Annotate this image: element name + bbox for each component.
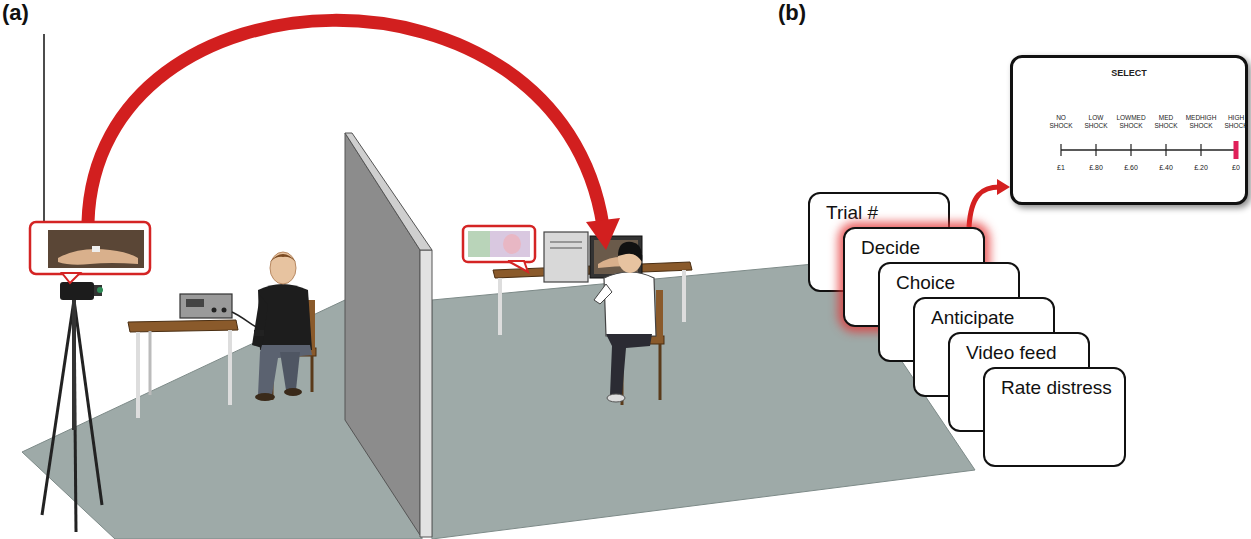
scale-tick: [1165, 144, 1166, 156]
person-legs: [606, 334, 652, 395]
table-leg: [149, 331, 152, 395]
device-knob: [212, 308, 217, 313]
shock-level: MED SHOCK: [1149, 114, 1183, 130]
price-value: £.20: [1185, 164, 1217, 171]
tripod-leg: [74, 300, 76, 532]
step-name: Rate distress: [1001, 377, 1112, 399]
tower-detail: [550, 248, 582, 249]
camera-lens: [94, 285, 102, 296]
device-display: [186, 299, 204, 307]
panel-label: (b): [778, 0, 806, 26]
price-value: £0: [1220, 164, 1251, 171]
price-value: £1: [1045, 164, 1077, 171]
panel-label: (a): [2, 0, 29, 26]
person-leg: [280, 352, 300, 390]
callout-pointer: [62, 273, 80, 283]
camera-light: [97, 287, 103, 293]
arrow-line: [969, 187, 1000, 227]
scale-tick: [1200, 144, 1201, 156]
electrode-image: [92, 246, 100, 252]
tripod-column: [72, 300, 76, 430]
tower-detail: [550, 242, 582, 243]
step-name: Choice: [896, 272, 955, 294]
desk-leg: [682, 270, 686, 322]
video-still: [48, 230, 144, 268]
table-top: [128, 320, 238, 332]
scale-line: [1061, 149, 1236, 151]
callout-pointer: [508, 261, 528, 272]
wall-top: [345, 133, 432, 250]
tripod-leg: [42, 300, 74, 515]
banknote-portrait: [503, 234, 521, 254]
shoe: [607, 394, 625, 402]
shock-scale: [1013, 58, 1245, 202]
person-hair: [270, 254, 296, 262]
desk-leg: [498, 278, 502, 335]
person-torso: [604, 272, 656, 336]
shock-device: [180, 294, 232, 318]
shock-level: LOW SHOCK: [1079, 114, 1113, 130]
person-arm: [252, 295, 268, 348]
selection-screen: SELECT NO SHOCKLOW SHOCKLOWMED SHOCKMED S…: [1010, 55, 1248, 205]
shock-level: LOWMED SHOCK: [1114, 114, 1148, 130]
price-value: £.40: [1150, 164, 1182, 171]
step-name: Video feed: [966, 342, 1057, 364]
shock-level: MEDHIGH SHOCK: [1184, 114, 1218, 130]
video-camera: [60, 282, 94, 300]
money-callout: [463, 226, 535, 262]
shock-level: HIGH SHOCK: [1219, 114, 1251, 130]
price-value: £.80: [1080, 164, 1112, 171]
selection-marker: [1234, 141, 1239, 159]
computer-tower: [544, 232, 588, 282]
person-head: [270, 252, 296, 284]
person-legs: [258, 345, 312, 395]
table-leg: [228, 330, 232, 405]
banknote-detail: [468, 231, 490, 257]
step-name: Anticipate: [931, 307, 1014, 329]
person-hair: [618, 242, 642, 262]
partition-wall: [345, 133, 420, 535]
wrist-electrode: [254, 330, 264, 336]
step-name: Decide: [861, 237, 920, 259]
chair-leg: [311, 356, 314, 392]
video-transfer-arc: [88, 20, 603, 226]
screen-heading: SELECT: [1013, 68, 1245, 78]
shoe: [284, 388, 302, 396]
scale-tick: [1130, 144, 1131, 156]
step-name: Trial #: [826, 202, 878, 224]
tripod-leg: [74, 300, 102, 505]
person-arm: [594, 284, 612, 304]
chair-leg: [659, 344, 662, 400]
arc-arrowhead: [586, 218, 620, 250]
chair-back: [656, 290, 663, 338]
banknote-image: [468, 231, 530, 257]
table-leg: [136, 332, 140, 418]
trial-step-card: Rate distress: [983, 367, 1126, 467]
device-knob: [222, 308, 227, 313]
camera-callout: [30, 222, 150, 274]
shock-level: NO SHOCK: [1044, 114, 1078, 130]
shoe: [255, 393, 275, 401]
monitor: [590, 236, 642, 278]
scale-tick: [1060, 144, 1061, 156]
margin-line: [43, 34, 45, 222]
wall-edge: [420, 250, 432, 537]
flow-arrow: [969, 179, 1010, 227]
scale-tick: [1095, 144, 1096, 156]
arrowhead: [997, 179, 1010, 195]
price-value: £.60: [1115, 164, 1147, 171]
